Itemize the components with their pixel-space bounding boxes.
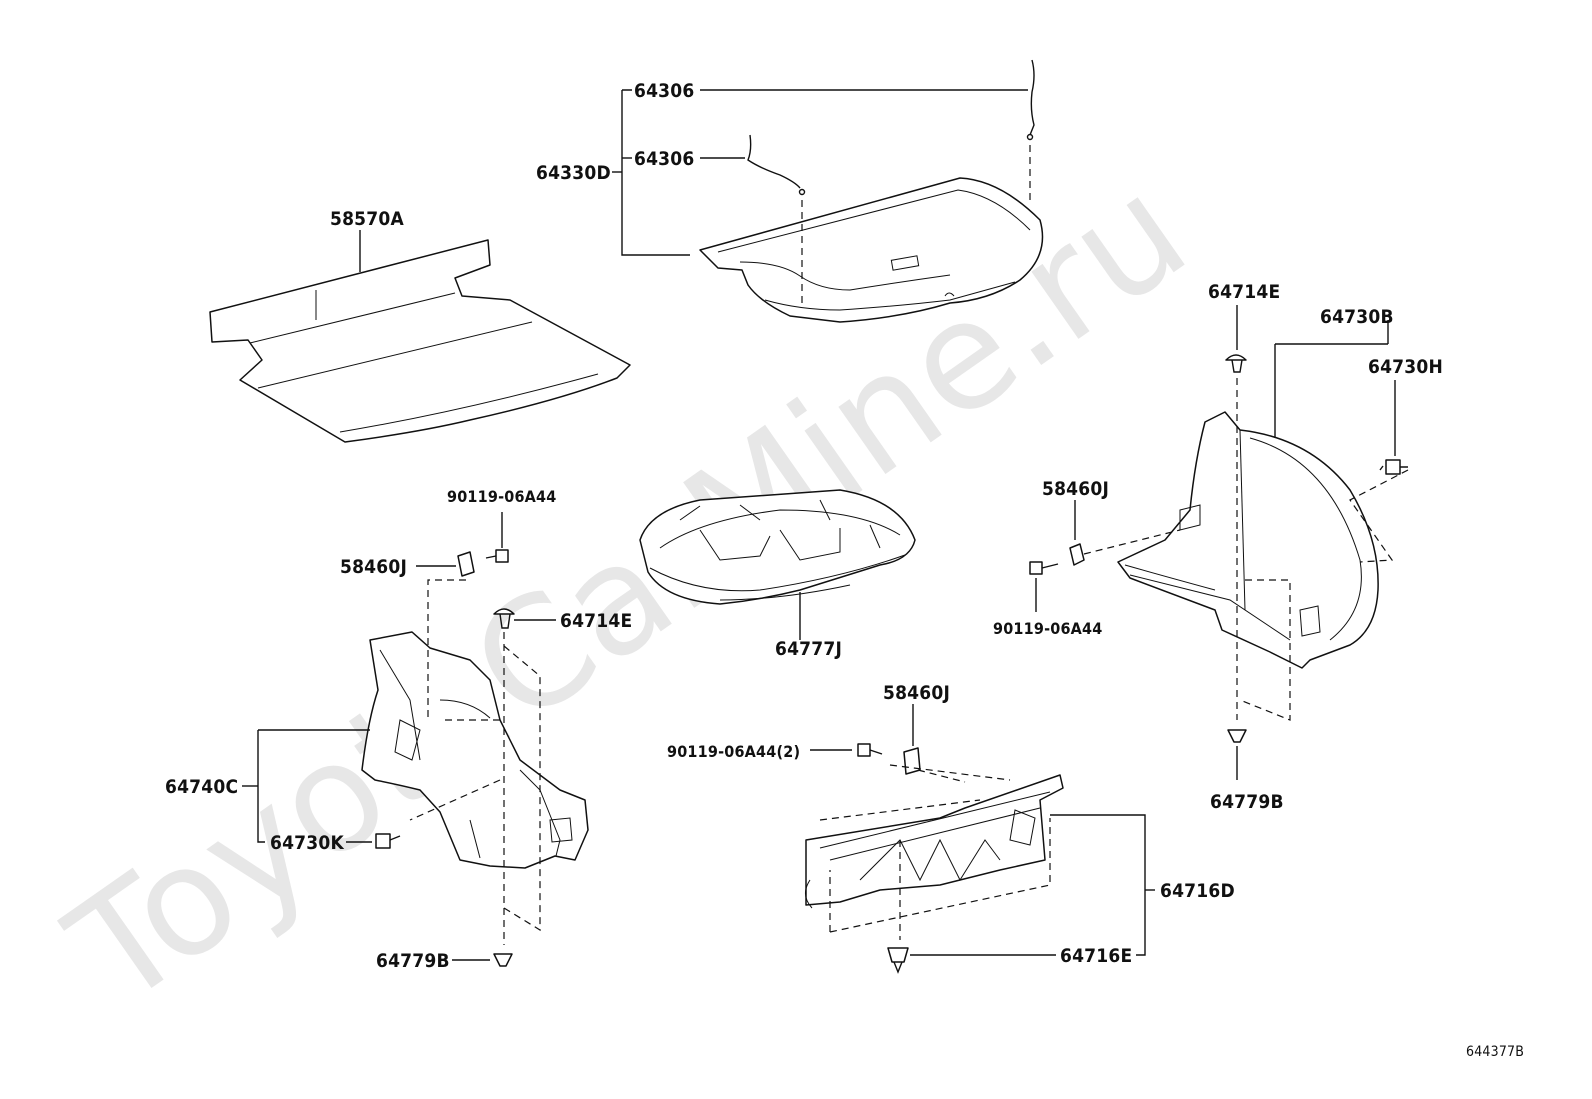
- label-58460J-left: 58460J: [340, 556, 407, 578]
- label-58460J-right: 58460J: [1042, 478, 1109, 500]
- clip-64730H[interactable]: [1379, 459, 1408, 475]
- label-90119-left: 90119-06A44: [447, 487, 556, 506]
- rear-floor-sill-plate-64716D[interactable]: [805, 774, 1064, 909]
- label-64740C: 64740C: [165, 776, 238, 798]
- clip-64779B-right[interactable]: [1227, 729, 1247, 743]
- label-64779B-left: 64779B: [376, 950, 450, 972]
- label-64777J: 64777J: [775, 638, 842, 660]
- cord-64306-left[interactable]: [747, 134, 806, 305]
- label-90119-bottom: 90119-06A44(2): [667, 742, 800, 761]
- clip-64730K[interactable]: [375, 833, 401, 849]
- label-64716D: 64716D: [1160, 880, 1235, 902]
- label-58460J-bottom: 58460J: [883, 682, 950, 704]
- label-64330D: 64330D: [536, 162, 611, 184]
- deck-trim-side-panel-left[interactable]: [361, 631, 589, 869]
- label-64306-mid: 64306: [634, 148, 694, 170]
- label-90119-right: 90119-06A44: [993, 619, 1102, 638]
- label-64714E-right: 64714E: [1208, 281, 1280, 303]
- tonneau-cover-assembly[interactable]: [699, 177, 1044, 323]
- nut-58460J-left[interactable]: [457, 551, 475, 577]
- deck-trim-side-panel-right[interactable]: [1117, 411, 1379, 669]
- nut-58460J-right[interactable]: [1069, 543, 1085, 566]
- label-64306-top: 64306: [634, 80, 694, 102]
- label-64779B-right: 64779B: [1210, 791, 1284, 813]
- bolt-90119-left[interactable]: [485, 549, 509, 563]
- diagram-code: 644377B: [1466, 1044, 1524, 1060]
- deck-tray-64777J[interactable]: [639, 489, 916, 605]
- label-58570A: 58570A: [330, 208, 404, 230]
- clip-64714E-left[interactable]: [493, 608, 515, 629]
- bolt-90119-right[interactable]: [1029, 561, 1059, 575]
- label-64730K: 64730K: [270, 832, 344, 854]
- label-64730H: 64730H: [1368, 356, 1443, 378]
- luggage-mat-58570A[interactable]: [209, 239, 631, 443]
- clip-64779B-left[interactable]: [493, 953, 513, 967]
- clip-64716E[interactable]: [887, 947, 909, 974]
- watermark-text: ToyotaCarMine.ru: [40, 144, 1217, 1041]
- bolt-90119-bottom[interactable]: [857, 743, 883, 757]
- label-64730B: 64730B: [1320, 306, 1394, 328]
- label-64716E: 64716E: [1060, 945, 1132, 967]
- clip-64714E-right[interactable]: [1225, 354, 1247, 373]
- cord-64306-right[interactable]: [1026, 59, 1035, 205]
- nut-58460J-bottom[interactable]: [903, 747, 921, 775]
- label-64714E-left: 64714E: [560, 610, 632, 632]
